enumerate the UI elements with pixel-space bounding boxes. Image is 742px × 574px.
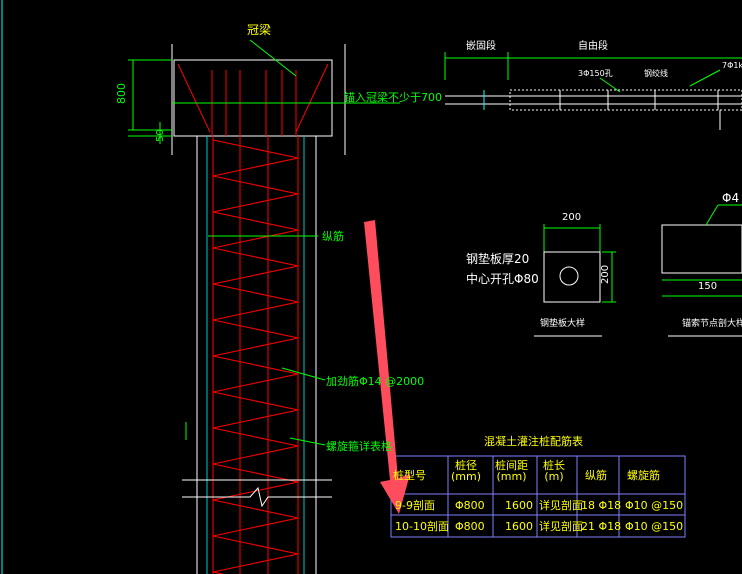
pile-cap <box>171 44 346 155</box>
col-header-pile-type: 桩型号 <box>393 469 426 482</box>
anchor-caption: 锚索节点剖大样 <box>682 319 742 329</box>
cap-label: 冠梁 <box>247 23 272 37</box>
pile-outline <box>196 136 317 574</box>
anchor-detail <box>661 204 742 337</box>
plate-dim-height: 200 <box>600 264 611 284</box>
col-header-diameter: 桩径 (mm) <box>451 459 482 483</box>
anchor-note: 锚入冠梁不少于700 <box>344 91 442 104</box>
row1-longitudinal: 18 Φ18 <box>581 499 622 512</box>
row1-length: 详见剖面 <box>539 499 583 512</box>
plate-dim-width: 200 <box>562 212 582 223</box>
longitudinal-label: 纵筋 <box>322 230 344 243</box>
row2-length: 详见剖面 <box>539 520 583 533</box>
row2-longitudinal: 21 Φ18 <box>581 520 622 533</box>
red-arrow-annotation <box>364 220 410 514</box>
dim-800: 800 <box>115 83 128 104</box>
plate-thickness-label: 钢垫板厚20 <box>466 252 530 266</box>
anchor-section <box>444 52 742 130</box>
longitudinal-rebar <box>212 136 299 574</box>
dim-lines-left <box>128 59 172 144</box>
row2-spacing: 1600 <box>505 520 533 533</box>
schedule-title: 混凝土灌注桩配筋表 <box>484 435 583 448</box>
free-label: 自由段 <box>578 41 608 52</box>
row2-type: 10-10剖面 <box>395 520 449 533</box>
embed-label: 嵌固段 <box>466 41 496 52</box>
anchor-phi-label: Φ4 <box>722 191 740 205</box>
stiffener-label: 加劲筋Φ14 @2000 <box>326 375 425 388</box>
row1-diameter: Φ800 <box>455 499 485 512</box>
spiral-rebar <box>212 139 299 574</box>
col-header-longitudinal: 纵筋 <box>585 469 607 482</box>
cap-rebar <box>177 63 329 136</box>
row1-type: 9-9剖面 <box>395 499 435 512</box>
spiral-rebar-path <box>212 139 299 574</box>
row2-diameter: Φ800 <box>455 520 485 533</box>
break-line <box>182 479 332 508</box>
note-a: 3Φ150孔 <box>578 69 613 78</box>
pile-leaders <box>185 235 326 446</box>
plate-detail <box>534 224 616 337</box>
cap-label-leader <box>249 39 297 77</box>
col-header-length: 桩长 (m) <box>543 459 565 483</box>
reinforcement-schedule-table: 桩型号 桩径 (mm) 桩间距 (mm) 桩长 (m) 纵筋 螺旋筋 9-9剖面… <box>391 456 685 537</box>
row1-spacing: 1600 <box>505 499 533 512</box>
pile-cyan-lines <box>206 136 305 574</box>
spiral-label: 螺旋箍详表格 <box>326 440 392 453</box>
row2-spiral: Φ10 @150 <box>625 520 684 533</box>
col-header-spiral: 螺旋筋 <box>627 469 660 482</box>
dim-50: 50 <box>155 129 166 142</box>
plate-caption: 钢垫板大样 <box>540 319 586 329</box>
row1-spiral: Φ10 @150 <box>625 499 684 512</box>
plate-hole-label: 中心开孔Φ80 <box>466 272 539 286</box>
anchor-dim: 150 <box>698 281 718 292</box>
note-c: 7Φ1k <box>722 61 742 70</box>
col-header-spacing: 桩间距 (mm) <box>495 459 528 483</box>
note-b: 钢绞线 <box>644 69 668 78</box>
